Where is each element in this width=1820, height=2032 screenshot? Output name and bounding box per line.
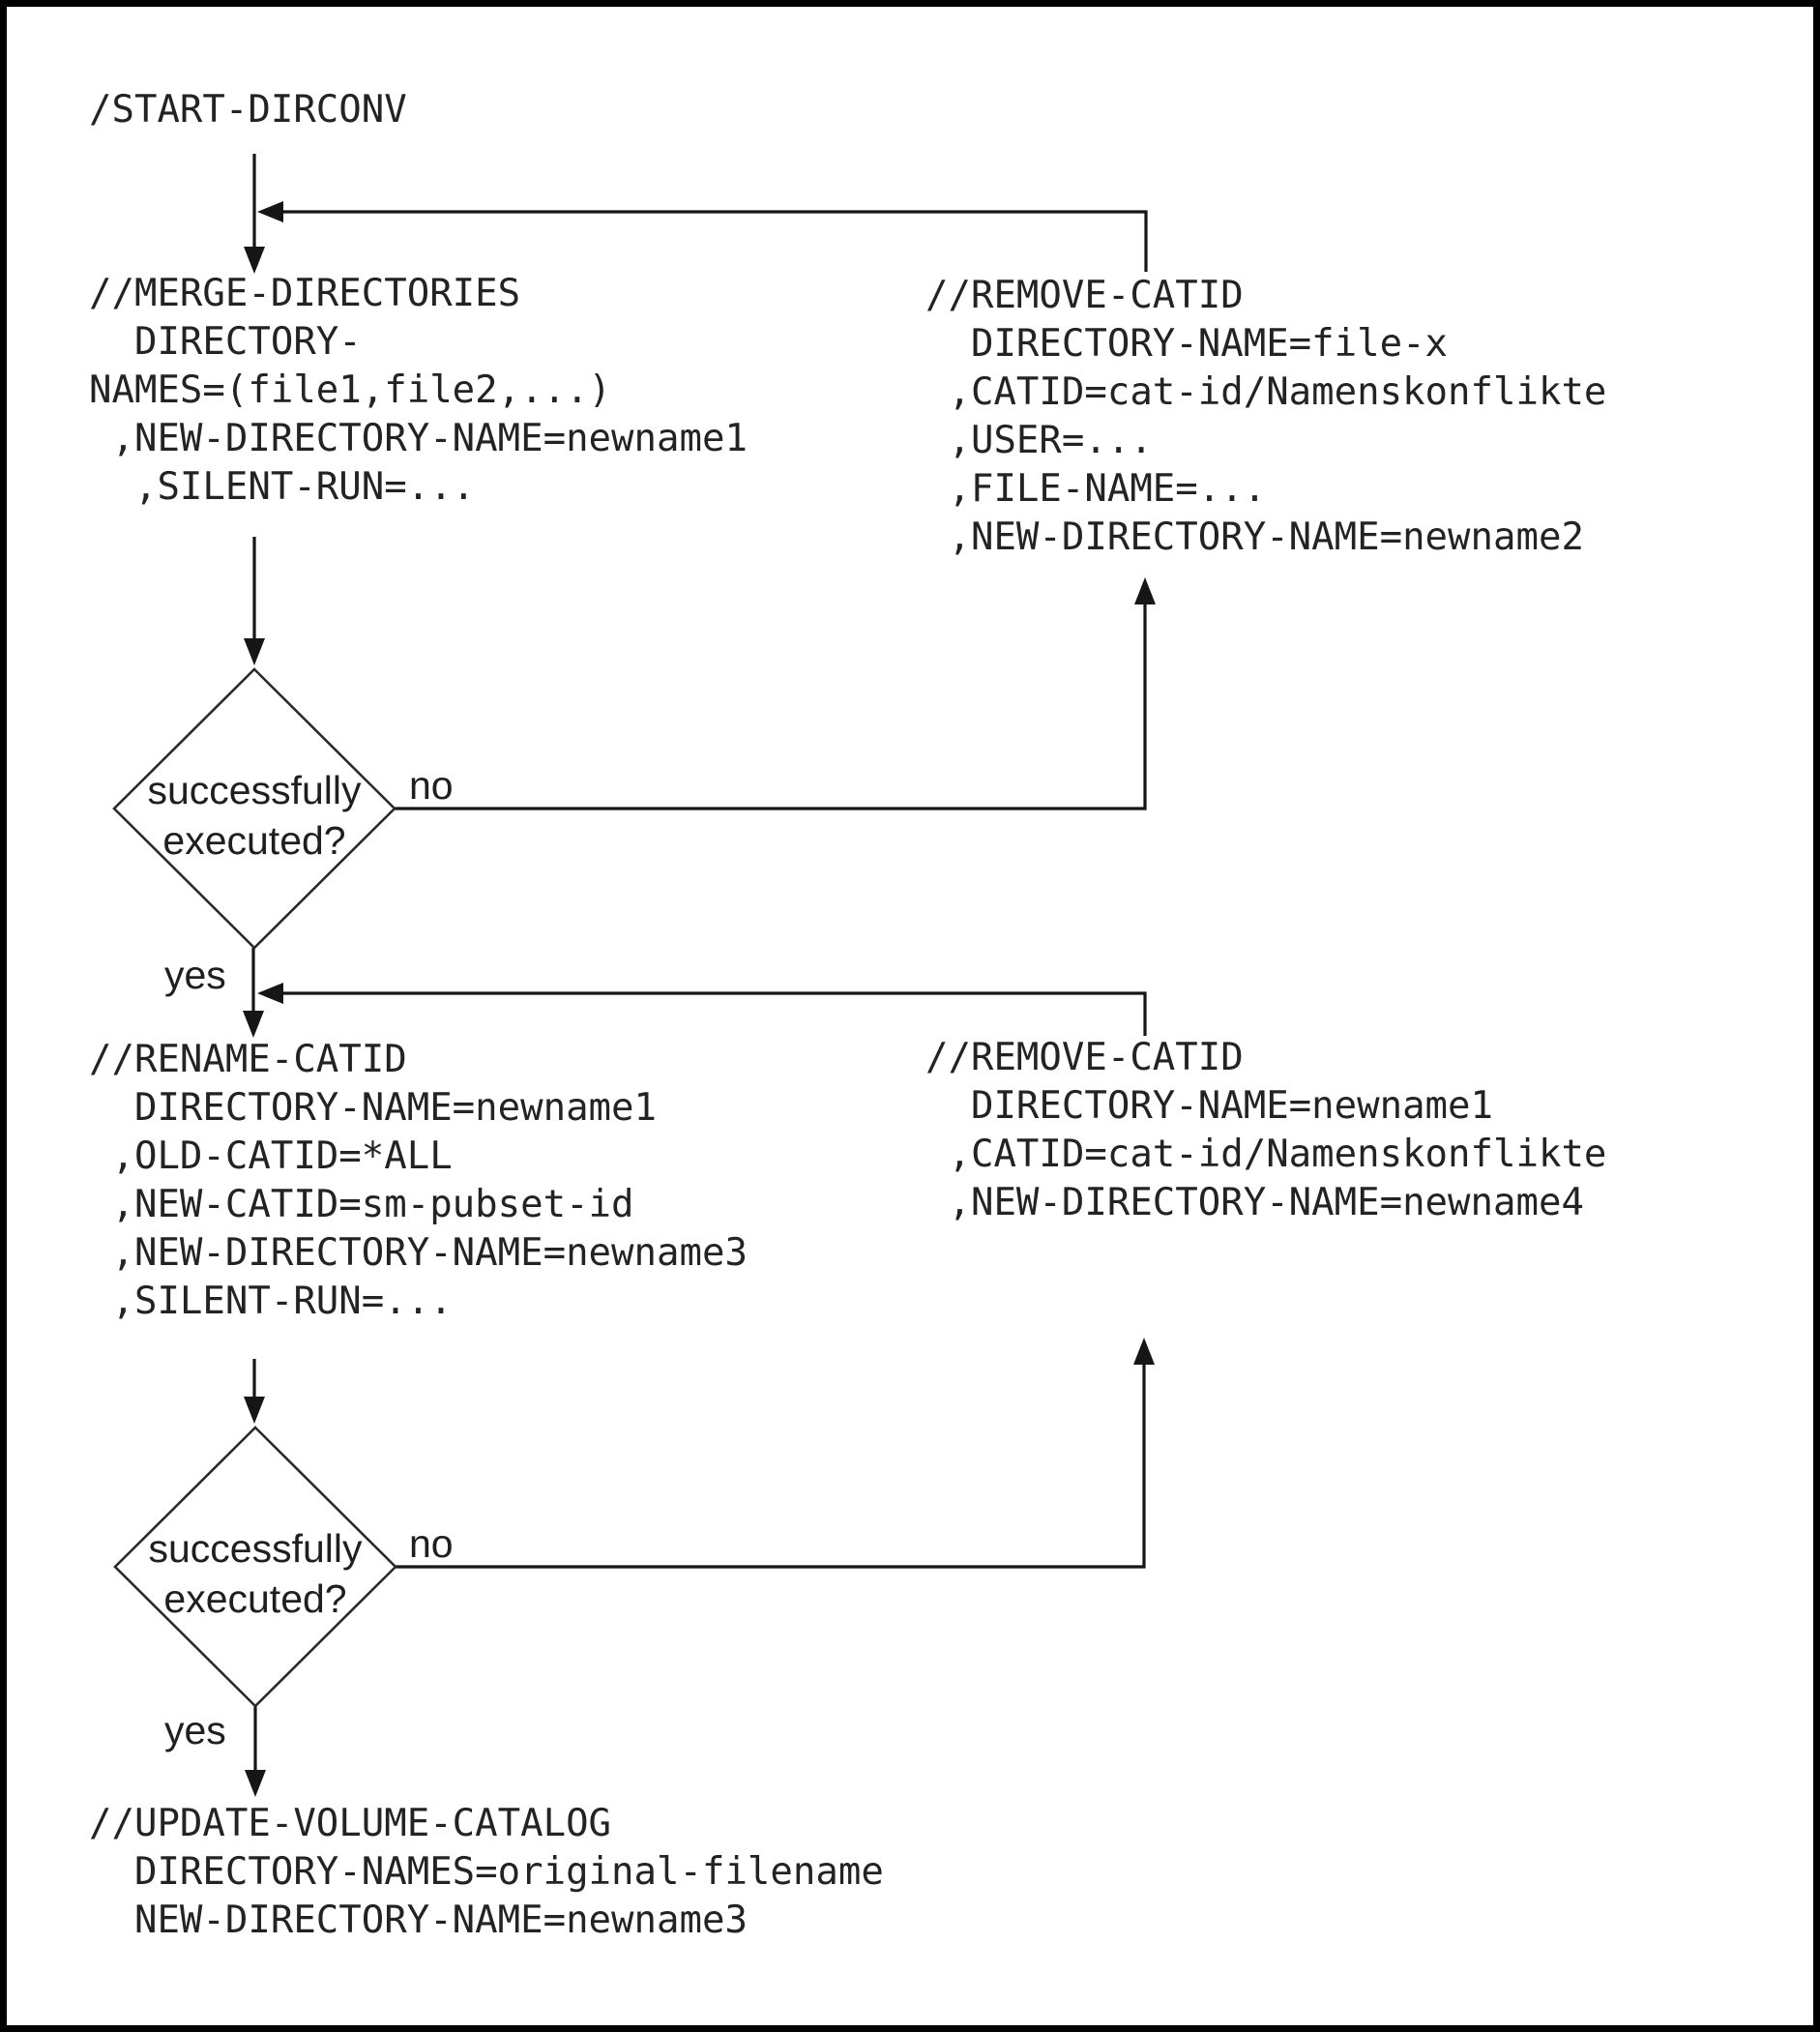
decision1-yes-label: yes	[164, 953, 226, 997]
connector-layer	[112, 154, 1156, 1797]
update-volume-catalog-command: //UPDATE-VOLUME-CATALOG DIRECTORY-NAMES=…	[89, 1802, 884, 1942]
decision1-question-line2: executed?	[162, 818, 346, 863]
decision2-question: successfully executed?	[110, 1523, 400, 1624]
merge-directories-command: //MERGE-DIRECTORIES DIRECTORY- NAMES=(fi…	[89, 272, 748, 509]
connector-remove1-return	[279, 210, 1148, 272]
decision1-question: successfully executed?	[109, 765, 399, 866]
arrowhead-down-merge-icon	[244, 247, 265, 274]
arrowhead-up-remove2-icon	[1133, 1338, 1155, 1365]
arrowhead-down-decision2-icon	[244, 1397, 265, 1424]
arrowhead-left-rename-entry-icon	[257, 983, 283, 1004]
connector-decision1-no	[395, 603, 1147, 810]
connector-decision2-no	[396, 1363, 1146, 1569]
rename-catid-command: //RENAME-CATID DIRECTORY-NAME=newname1 ,…	[89, 1038, 748, 1323]
arrowhead-left-merge-entry-icon	[257, 201, 283, 222]
decision2-question-line2: executed?	[163, 1576, 347, 1621]
decision2-question-line1: successfully	[148, 1526, 363, 1571]
decision2-diamond	[113, 1426, 397, 1708]
decision2-no-label: no	[409, 1521, 454, 1566]
decision1-diamond	[112, 667, 396, 950]
remove-catid-1-command: //REMOVE-CATID DIRECTORY-NAME=file-x ,CA…	[925, 274, 1607, 559]
arrowhead-down-update-icon	[245, 1770, 266, 1797]
decision1-question-line1: successfully	[147, 768, 362, 812]
arrowhead-down-rename-icon	[243, 1011, 264, 1038]
decision2-yes-label: yes	[164, 1708, 226, 1752]
arrowhead-down-decision1-icon	[244, 638, 265, 665]
connector-remove2-return	[281, 991, 1147, 1036]
start-command: /START-DIRCONV	[89, 88, 407, 132]
remove-catid-2-command: //REMOVE-CATID DIRECTORY-NAME=newname1 ,…	[925, 1036, 1607, 1224]
decision1-no-label: no	[409, 763, 454, 808]
arrowhead-up-remove1-icon	[1134, 577, 1156, 604]
